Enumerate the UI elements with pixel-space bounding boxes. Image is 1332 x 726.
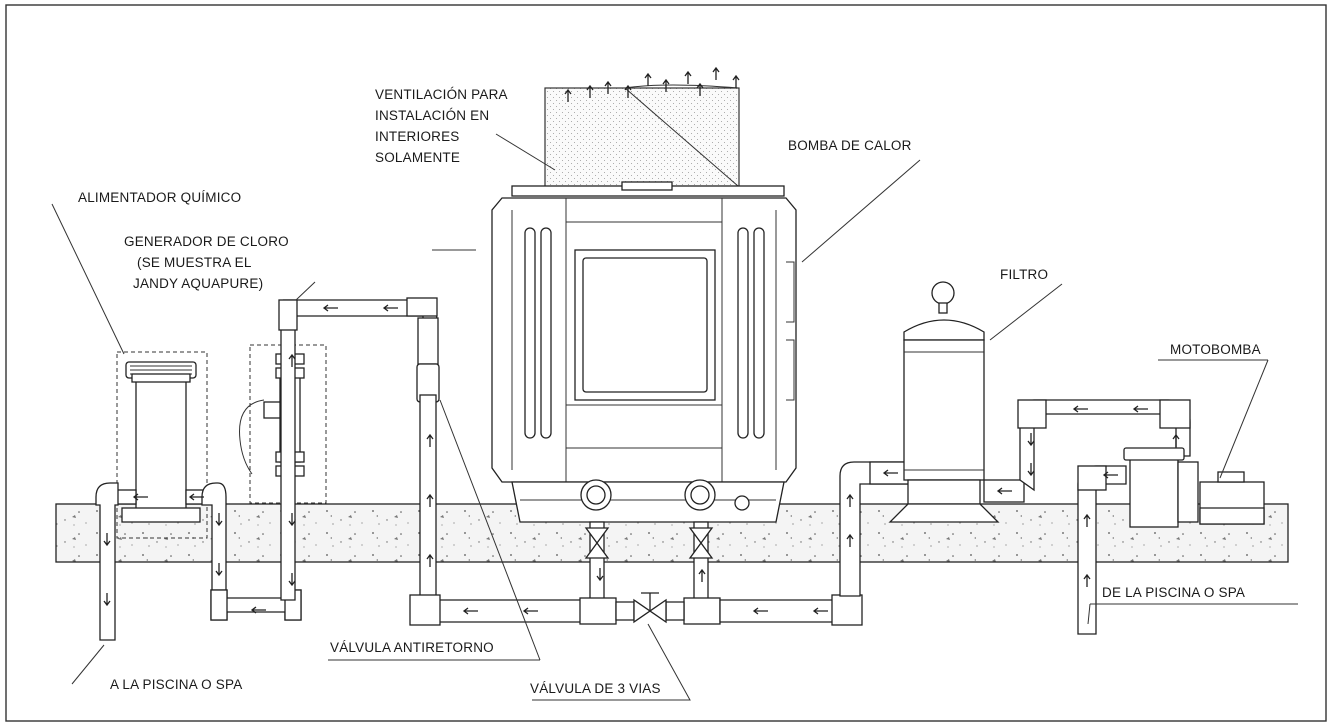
heat-pump-label: BOMBA DE CALOR — [788, 138, 912, 153]
vent-arrow — [684, 70, 692, 84]
flow-arrow — [103, 593, 111, 607]
vent-arrow — [644, 72, 652, 86]
generator-pipes — [278, 297, 440, 616]
flow-arrow — [288, 513, 296, 527]
vent-arrow — [624, 84, 632, 98]
flow-arrow — [812, 607, 828, 615]
flow-arrow — [1083, 573, 1091, 587]
leader-lines — [51, 133, 1298, 701]
flow-arrow — [426, 433, 434, 447]
ventilation-label-line2: INSTALACIÓN EN — [375, 108, 489, 123]
chemical-feeder — [111, 351, 211, 539]
ventilation-label-line3: INTERIORES — [375, 129, 460, 144]
flow-arrow — [846, 533, 854, 547]
flow-arrow — [132, 493, 148, 501]
chlorine-generator-label-line1: GENERADOR DE CLORO — [124, 234, 289, 249]
flow-arrow — [426, 553, 434, 567]
from-pool-label: DE LA PISCINA O SPA — [1102, 585, 1245, 600]
ventilation-arrows — [564, 66, 740, 102]
flow-arrow — [1027, 433, 1035, 447]
motor-pump — [1123, 447, 1265, 528]
flow-arrow — [1132, 405, 1148, 413]
chemical-feeder-label: ALIMENTADOR QUÍMICO — [78, 190, 241, 205]
vent-arrow — [732, 74, 740, 88]
filter — [888, 281, 1025, 523]
diagram-frame — [5, 4, 1327, 722]
three-way-valve-label: VÁLVULA DE 3 VIAS — [530, 681, 661, 696]
flow-arrow — [846, 493, 854, 507]
flow-arrow — [103, 533, 111, 547]
flow-arrow — [882, 469, 898, 477]
flow-arrow — [698, 568, 706, 582]
filter-label: FILTRO — [1000, 267, 1048, 282]
flow-arrow — [596, 568, 604, 582]
flow-arrow — [996, 487, 1012, 495]
vent-arrow — [662, 78, 670, 92]
labels: VENTILACIÓN PARA INSTALACIÓN EN INTERIOR… — [78, 87, 1261, 696]
flow-arrow — [215, 563, 223, 577]
flow-arrow — [752, 607, 768, 615]
chlorine-generator-label-line2: (SE MUESTRA EL — [137, 255, 252, 270]
feeder-pipes — [95, 482, 302, 641]
flow-arrow — [250, 606, 266, 614]
flow-arrow — [288, 573, 296, 587]
flow-arrow — [1072, 405, 1088, 413]
flow-arrow — [188, 493, 204, 501]
vent-arrow — [604, 80, 612, 94]
flow-arrow — [1027, 463, 1035, 477]
vent-arrow — [586, 84, 594, 98]
flow-arrow — [426, 493, 434, 507]
vent-arrow — [696, 82, 704, 96]
chlorine-generator-label-line3: JANDY AQUAPURE) — [133, 276, 263, 291]
flow-arrow — [1172, 433, 1180, 447]
to-pool-label: A LA PISCINA O SPA — [110, 677, 242, 692]
flow-arrow — [522, 607, 538, 615]
check-valve-label: VÁLVULA ANTIRETORNO — [330, 640, 494, 655]
flow-arrow — [322, 304, 338, 312]
heat-pump — [491, 84, 797, 523]
vent-arrow — [564, 88, 572, 102]
motor-pump-label: MOTOBOMBA — [1170, 342, 1261, 357]
ventilation-label-line1: VENTILACIÓN PARA — [375, 87, 508, 102]
flow-arrow — [1102, 471, 1118, 479]
flow-arrow — [1083, 513, 1091, 527]
flow-arrows — [103, 304, 1180, 615]
flow-arrow — [382, 304, 398, 312]
valve-manifold — [409, 521, 863, 626]
vent-arrow — [712, 66, 720, 80]
flow-arrow — [215, 513, 223, 527]
ventilation-label-line4: SOLAMENTE — [375, 150, 460, 165]
flow-arrow — [462, 607, 478, 615]
flow-arrow — [288, 353, 296, 367]
pump-pipes — [1017, 399, 1191, 635]
